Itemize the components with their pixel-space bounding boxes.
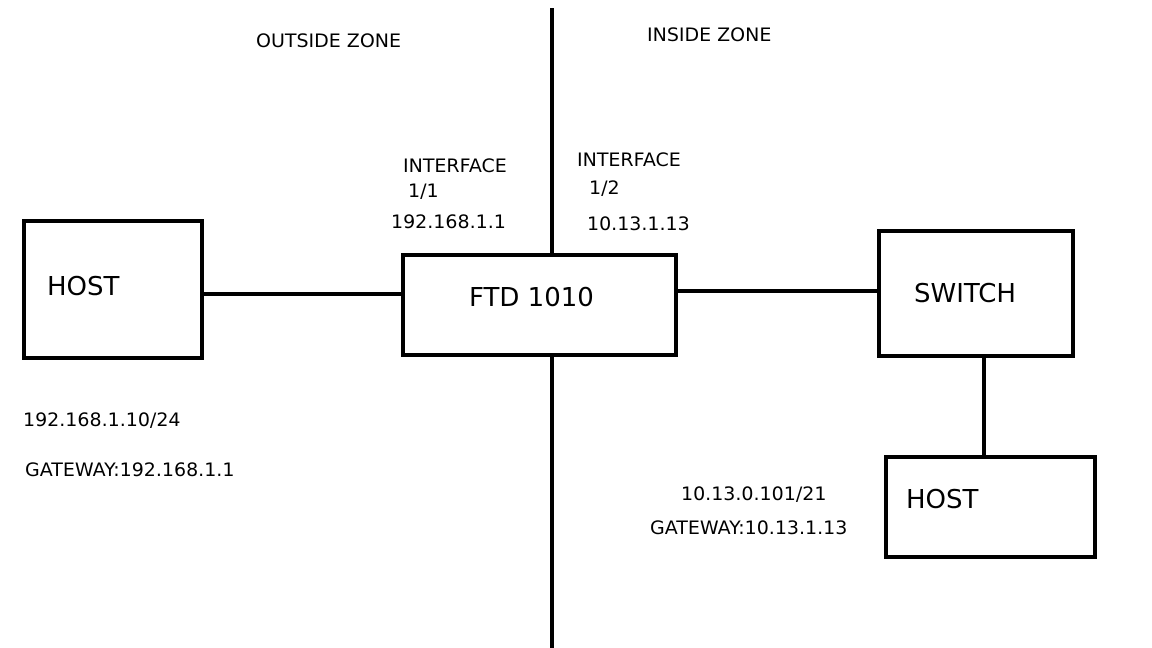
outside-host-ip: 192.168.1.10/24 [23, 409, 181, 431]
outside-host-gateway: GATEWAY:192.168.1.1 [25, 459, 235, 481]
firewall-label: FTD 1010 [469, 283, 594, 313]
inside-host-label: HOST [906, 485, 979, 515]
switch-node [877, 229, 1075, 358]
inside-interface-port: 1/2 [589, 177, 620, 199]
inside-zone-label: INSIDE ZONE [647, 24, 772, 46]
inside-host-node [884, 455, 1097, 559]
outside-host-node [22, 219, 204, 360]
outside-interface-title: INTERFACE [403, 155, 507, 177]
outside-host-label: HOST [47, 272, 120, 302]
outside-interface-ip: 192.168.1.1 [391, 211, 506, 233]
firewall-node [401, 253, 678, 357]
inside-host-gateway: GATEWAY:10.13.1.13 [650, 517, 848, 539]
inside-interface-title: INTERFACE [577, 149, 681, 171]
inside-host-ip: 10.13.0.101/21 [681, 483, 827, 505]
outside-interface-port: 1/1 [408, 180, 439, 202]
inside-interface-ip: 10.13.1.13 [587, 213, 690, 235]
outside-zone-label: OUTSIDE ZONE [256, 30, 401, 52]
switch-label: SWITCH [914, 279, 1016, 309]
